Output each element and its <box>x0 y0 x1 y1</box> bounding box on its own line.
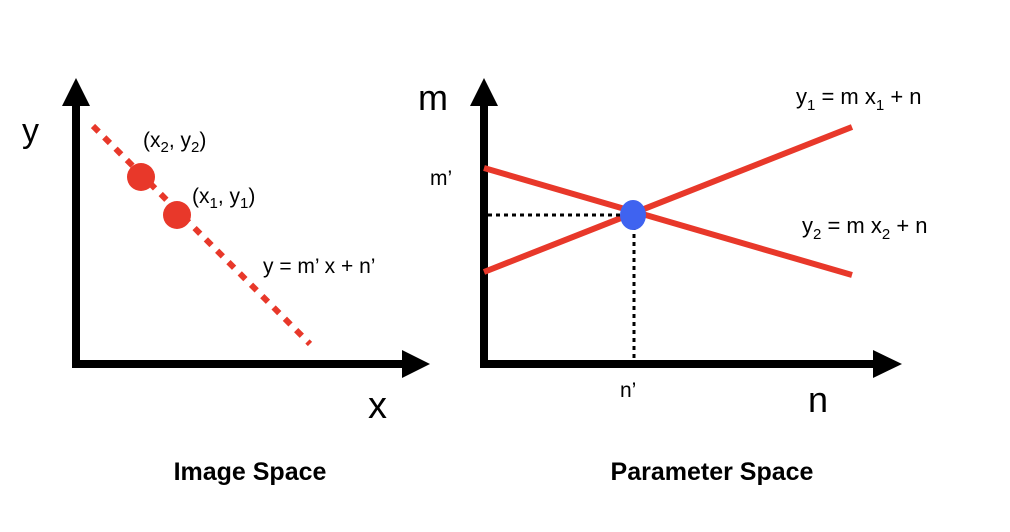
point-1 <box>163 201 191 229</box>
image-line-dashed <box>90 123 313 347</box>
equation-y2: y2 = m x2 + n <box>802 213 928 243</box>
image-line-equation: y = m’ x + n’ <box>263 255 375 278</box>
point-2 <box>127 163 155 191</box>
image-space-panel: y x (x2, y2) (x1, y1) y = m’ x + n’ Imag… <box>22 78 430 486</box>
image-space-title: Image Space <box>174 458 327 486</box>
param-m-axis-arrow <box>470 78 498 106</box>
param-m-label: m <box>418 77 448 118</box>
n-prime-label: n’ <box>620 379 636 402</box>
parameter-space-panel: m n m’ n’ y1 = m x1 + n y2 = m x2 + n Pa… <box>418 77 928 486</box>
image-y-label: y <box>22 112 39 150</box>
image-y-axis-arrow <box>62 78 90 106</box>
image-x-label: x <box>368 385 387 427</box>
point-2-label: (x2, y2) <box>143 129 206 156</box>
intersection-point <box>620 200 646 230</box>
image-x-axis-arrow <box>402 350 430 378</box>
point-1-label: (x1, y1) <box>192 185 255 212</box>
param-n-axis-arrow <box>873 350 902 378</box>
equation-y1: y1 = m x1 + n <box>796 84 922 114</box>
line-y2 <box>483 165 853 278</box>
parameter-space-title: Parameter Space <box>611 458 814 486</box>
param-n-label: n <box>808 379 828 420</box>
line-y1 <box>482 124 854 275</box>
m-prime-label: m’ <box>430 167 452 190</box>
